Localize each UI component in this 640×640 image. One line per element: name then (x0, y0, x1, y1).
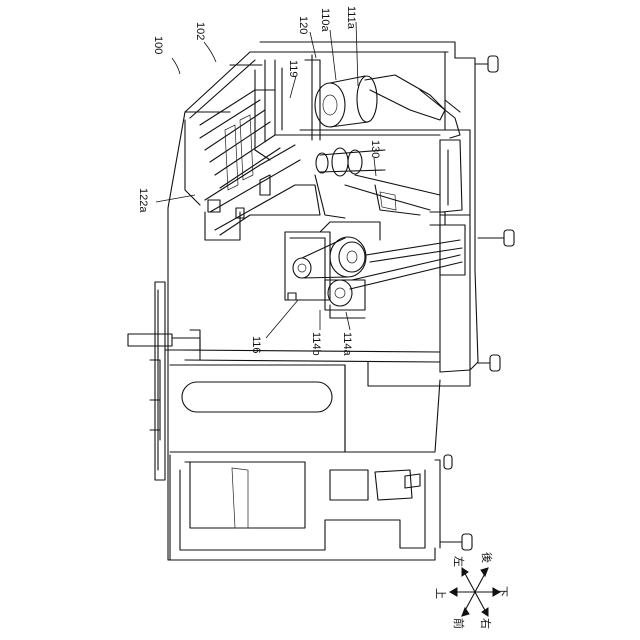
direction-up: 上 (434, 588, 447, 599)
foot-bottom-right (440, 534, 472, 550)
label-114b: 114b (310, 332, 322, 356)
arrowhead-up (450, 588, 457, 596)
foot-bottom-left (444, 455, 452, 469)
label-114a: 114a (341, 332, 353, 357)
small-pulley (293, 258, 311, 278)
arrowhead-front (462, 608, 469, 616)
slot-window (182, 382, 332, 412)
label-122a: 122a (137, 188, 149, 213)
left-side-frame (128, 282, 200, 480)
belt-drive-assembly (285, 222, 465, 318)
reference-labels: 100 102 120 110a 111a 119 130 122a 116 1… (137, 6, 381, 357)
direction-indicator: 上 下 左 右 前 後 (434, 552, 509, 629)
slanted-guide-assembly (185, 52, 320, 240)
motor-plate (285, 232, 330, 300)
label-102: 102 (194, 22, 206, 40)
label-100: 100 (152, 36, 164, 54)
direction-front: 前 (452, 618, 466, 629)
foot-lower-right (478, 355, 500, 371)
machine-housing (168, 42, 478, 560)
arrowhead-left (462, 568, 468, 576)
arrowhead-right (482, 608, 488, 616)
direction-right: 右 (479, 618, 493, 629)
label-119: 119 (287, 60, 299, 78)
lower-pulley (328, 280, 352, 306)
foot-mid-right (478, 230, 514, 246)
label-111a: 111a (345, 6, 357, 30)
bottom-hatch (330, 470, 368, 500)
arrowhead-back (481, 568, 488, 576)
direction-left: 左 (452, 556, 465, 567)
label-110a: 110a (319, 8, 331, 33)
label-130: 130 (369, 140, 381, 158)
direction-back: 後 (480, 552, 494, 563)
label-120: 120 (297, 16, 309, 34)
foot-top-right (475, 56, 498, 72)
direction-down: 下 (496, 586, 509, 597)
label-116: 116 (250, 336, 262, 354)
